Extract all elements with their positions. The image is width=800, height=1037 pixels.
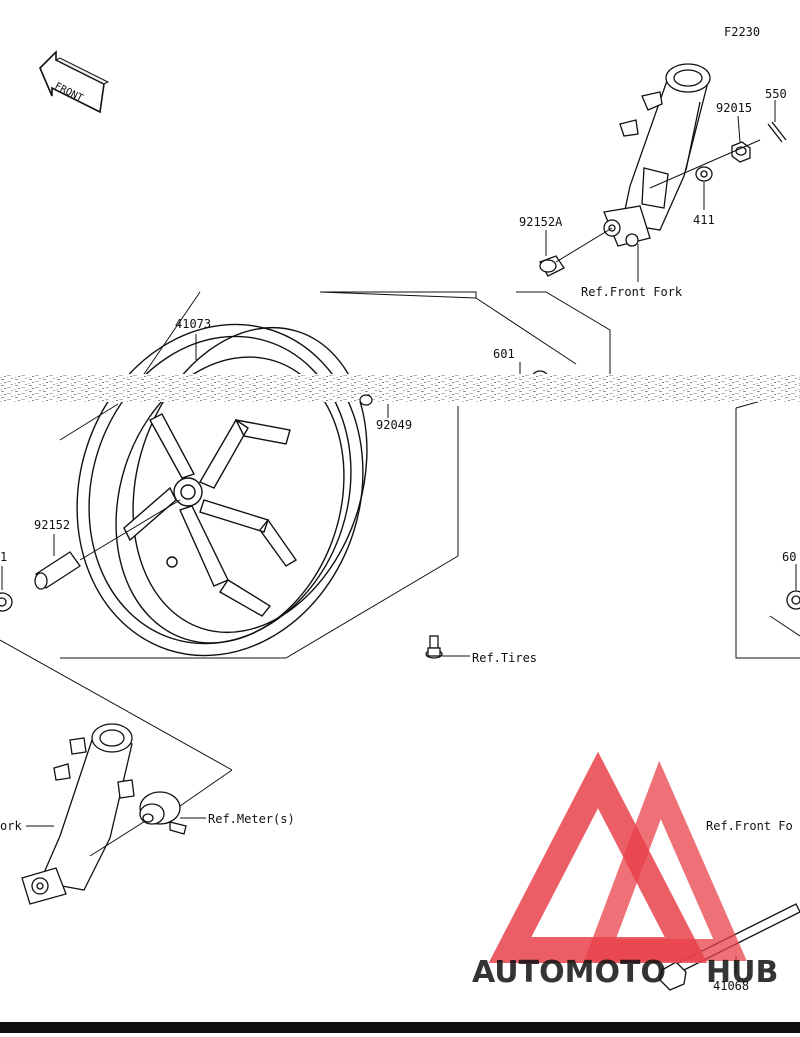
tire-valve: [425, 635, 443, 659]
collar-line: [555, 227, 613, 263]
bearing-right: [786, 590, 800, 610]
logo-text-part1: AUTOMOTO: [472, 955, 666, 990]
collar-92152: [34, 551, 81, 590]
part-label-601: 601: [493, 347, 515, 361]
front-wheel-41073: [76, 323, 368, 657]
part-label-411: 411: [693, 213, 715, 227]
ref-tires: Ref.Tires: [472, 651, 537, 665]
part-label-1: 1: [0, 550, 7, 564]
part-label-92152a: 92152A: [519, 215, 563, 229]
ref-front-fork-top: Ref.Front Fork: [581, 285, 683, 299]
diagram-code: F2230: [724, 25, 760, 39]
part-label-550: 550: [765, 87, 787, 101]
axle-line-mid: [79, 499, 181, 561]
ref-front-fork-right: Ref.Front Fo: [706, 819, 793, 833]
part-label-41073: 41073: [175, 317, 211, 331]
axle-line-bottom: [0, 639, 233, 771]
part-label-60: 60: [782, 550, 796, 564]
automotohub-logo: AUTOMOTO HUB: [472, 751, 778, 990]
scan-noise-band: [0, 374, 800, 402]
front-arrow-icon: FRONT: [39, 50, 110, 114]
ref-front-fork-left: ork: [0, 819, 22, 833]
part-label-41068: 41068: [713, 979, 749, 993]
meter-gear-part: [139, 791, 187, 835]
front-fork-left-part: [21, 723, 135, 905]
leader-lines-top: [195, 100, 776, 418]
part-label-92049: 92049: [376, 418, 412, 432]
logo-text-part2: HUB: [706, 955, 778, 990]
ref-meters: Ref.Meter(s): [208, 812, 295, 826]
part-label-92015: 92015: [716, 101, 752, 115]
hub-box-outline: [59, 291, 800, 659]
bottom-bar: [0, 1022, 800, 1033]
washer-411: [695, 166, 713, 182]
part-label-92152: 92152: [34, 518, 70, 532]
cotter-pin-550: [767, 121, 787, 143]
spacer-92049: [359, 394, 373, 406]
axle-line-top: [649, 139, 761, 189]
nut-92015: [731, 141, 751, 163]
bearing-left: [0, 592, 13, 612]
